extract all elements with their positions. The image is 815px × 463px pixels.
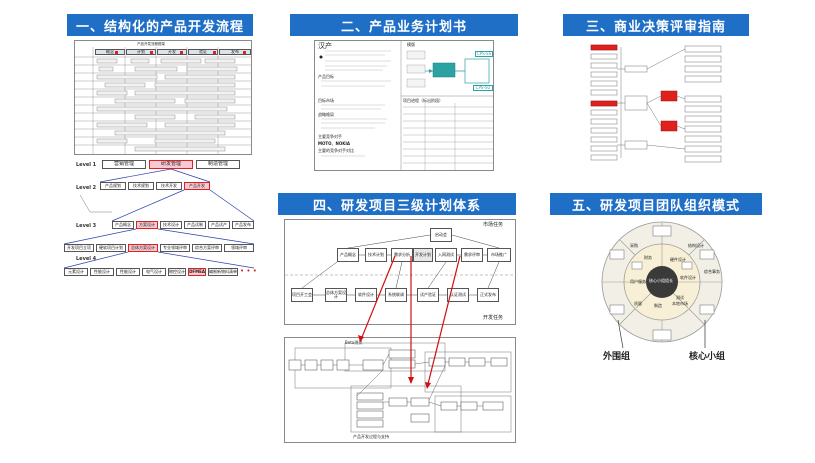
business-plan-doc: 汉产 产品目标 目标市场 战略格局 主要竞争对手 MOTO、NOKIA 主要的竞…: [314, 40, 494, 171]
bp-graphics: [319, 41, 493, 170]
more-dots: • • •: [240, 267, 257, 275]
header-team-model: 五、研发项目团队组织模式: [550, 193, 762, 215]
level2-tech-dev: 技术开发: [156, 182, 182, 190]
process-table-grid: [75, 47, 251, 154]
bp-item-1: 目标市场: [318, 98, 334, 103]
support-label: 产品开发过程与支持: [353, 434, 389, 439]
bp-table-title: 项目进程（标出阶段）: [403, 98, 443, 103]
level3-trial: 产品试制: [184, 221, 206, 229]
bp-item-5: 主要的竞争对手对比: [318, 148, 354, 153]
level4a-5: 领域评审: [224, 244, 254, 252]
inner-test: 测试: [676, 295, 684, 300]
bp-tag-1: CPS-SS: [475, 51, 493, 57]
caption-outer-group: 外围组: [603, 352, 631, 362]
level4b-4: 物控设计: [168, 268, 186, 276]
inner-hardware: 硬件设计: [670, 257, 686, 262]
level4b-3: 电气设计: [142, 268, 166, 276]
level1-marketing: 营销管理: [102, 160, 146, 169]
bp-item-0: 产品目标: [318, 74, 334, 79]
dev-task-label: 开发任务: [483, 315, 504, 321]
level3-solution: 方案设计: [136, 221, 158, 229]
phase-release: 发布: [219, 49, 251, 55]
bp-left-title: 汉产: [318, 42, 332, 50]
outer-structure: 结构设计: [688, 243, 704, 248]
level2-product-planning: 产品规划: [100, 182, 126, 190]
level4a-4: 综合方案评审: [192, 244, 222, 252]
level-1-label: Level 1: [76, 162, 97, 168]
plan-bottom-graphics: [288, 342, 512, 433]
level4a-2: 总体方案设计: [128, 244, 158, 252]
market-task-label: 市场任务: [483, 222, 504, 228]
level4a-0: 开发项目立项: [64, 244, 94, 252]
bp-item-4: MOTO、NOKIA: [318, 141, 350, 146]
level4b-0: 元素设计: [64, 268, 88, 276]
bp-tag-2: CPS-SU: [473, 85, 493, 91]
level4b-2: 性能设计: [116, 268, 140, 276]
level-2-label: Level 2: [76, 185, 97, 191]
table-title: 产品开发流程框架: [137, 42, 165, 46]
level3-concept: 产品概念: [112, 221, 134, 229]
level2-product-dev: 产品开发: [184, 182, 210, 190]
node-market-promo: 市场推广: [487, 248, 511, 262]
beta-label: Beta测试: [345, 340, 363, 345]
node-concept: 产品概念: [337, 248, 359, 262]
process-table: 产品开发流程框架 概念 计划 开发 验证 发布: [74, 40, 252, 155]
level4b-5: DFMEA: [188, 268, 206, 276]
inner-finance: 财务: [644, 255, 652, 260]
bp-item-3: 主要竞争对手: [318, 134, 342, 139]
header-structured-process: 一、结构化的产品开发流程: [67, 14, 253, 36]
level1-rnd: 研发管理: [149, 160, 193, 169]
outer-local-market: 本地市场: [672, 301, 688, 306]
node-kickoff: 启动会: [430, 228, 452, 242]
bp-item-2: 战略格局: [318, 112, 334, 117]
phase-develop: 开发: [157, 49, 187, 55]
level4b-1: 性能设计: [90, 268, 114, 276]
node-req-analysis: 需求分析: [391, 248, 413, 262]
level3-tech-design: 技术设计: [160, 221, 182, 229]
outer-service: 用户服务: [630, 279, 646, 284]
inner-manufacturing: 制造: [654, 303, 662, 308]
three-level-plan-bottom: Beta测试 产品开发过程与支持: [284, 337, 516, 443]
plan-top-lines: [285, 234, 515, 296]
level2-tech-planning: 技术规划: [128, 182, 154, 190]
level4a-3: 专业领域评审: [160, 244, 190, 252]
level1-manufacturing: 制造管理: [196, 160, 240, 169]
header-three-level-plan: 四、研发项目三级计划体系: [278, 193, 516, 215]
decision-flow-graphics: [590, 44, 722, 163]
inner-software: 软件设计: [680, 275, 696, 280]
level4b-6: 编制新物料清单: [208, 268, 238, 276]
phase-plan: 计划: [126, 49, 156, 55]
level-4-label: Level 4: [76, 256, 97, 262]
outer-general: 综合事务: [704, 269, 720, 274]
level-3-label: Level 3: [76, 223, 97, 229]
bp-right-title: 模版: [407, 42, 415, 47]
level4a-1: 硬软项目计划: [96, 244, 126, 252]
core-leader: 核心小组组长: [649, 278, 673, 283]
three-level-plan-top: 市场任务 开发任务 启动会 产品概念 技术计划 需求分析 开发计划 入网测试 需…: [284, 219, 516, 325]
node-project-start: 项目开工会: [291, 288, 313, 302]
outer-procurement: 采购: [630, 243, 638, 248]
outer-quality: 质量: [634, 301, 642, 306]
phase-concept: 概念: [95, 49, 125, 55]
level3-release: 产品发布: [232, 221, 254, 229]
decision-review-flowchart: [589, 41, 725, 170]
caption-core-group: 核心小组: [689, 352, 726, 362]
node-formal-release: 正式发布: [477, 288, 499, 302]
node-req-review: 需求评审: [461, 248, 483, 262]
phase-verify: 验证: [188, 49, 218, 55]
level3-pilot: 产品试产: [208, 221, 230, 229]
header-decision-review: 三、商业决策评审指南: [563, 14, 749, 36]
node-overall-design: 总体方案设计: [325, 288, 347, 302]
header-business-plan: 二、产品业务计划书: [290, 14, 518, 36]
